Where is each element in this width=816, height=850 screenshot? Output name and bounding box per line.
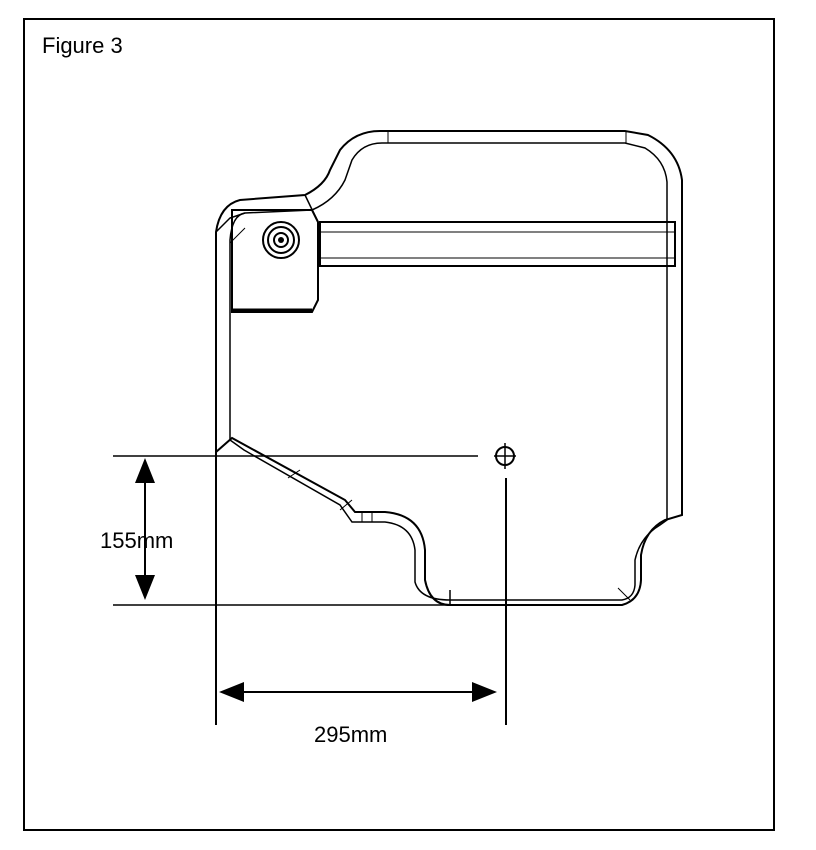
filler-block xyxy=(231,209,319,313)
figure-frame xyxy=(23,18,775,831)
tank-outline-outer xyxy=(215,130,683,606)
filler-cap-icon xyxy=(262,221,300,259)
vertical-dimension-arrow xyxy=(135,458,155,600)
horizontal-dimension-arrow xyxy=(219,682,497,702)
figure-title: Figure 3 xyxy=(42,33,123,58)
tank-outline-inner xyxy=(229,142,668,601)
top-rail xyxy=(319,221,676,267)
horizontal-dimension-label: 295mm xyxy=(314,722,388,747)
crosshair-circle-icon xyxy=(494,443,516,469)
vertical-dimension-label: 155mm xyxy=(100,528,174,553)
